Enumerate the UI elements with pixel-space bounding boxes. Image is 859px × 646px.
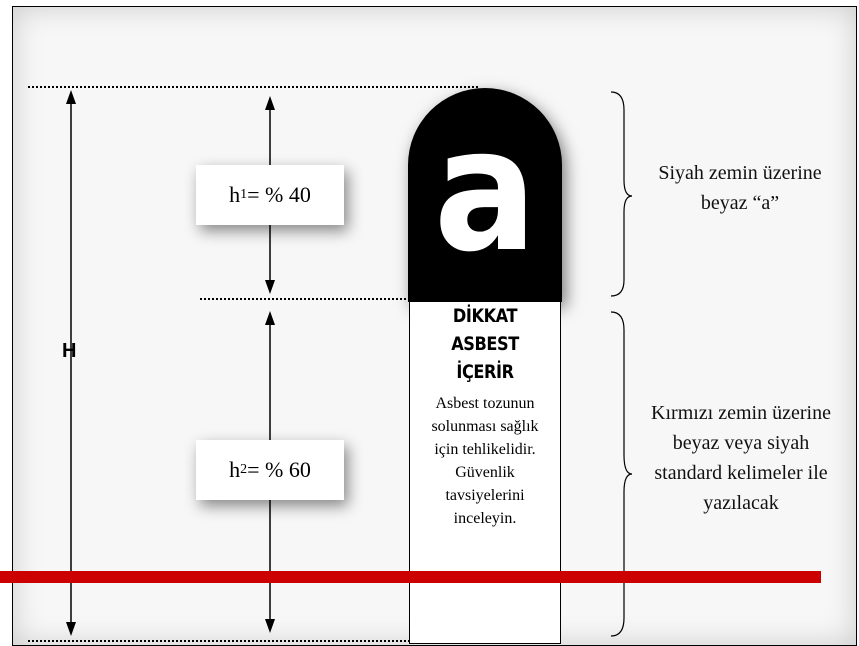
warning-body-line: solunması sağlık — [431, 418, 539, 435]
bottom-description-line: beyaz veya siyah — [672, 432, 810, 454]
bottom-description-line: yazılacak — [703, 492, 779, 514]
h2-arrow-bottom — [265, 619, 275, 633]
bottom-description: Kırmızı zemin üzerine beyaz veya siyah s… — [630, 398, 852, 518]
top-description-line: Siyah zemin üzerine — [658, 162, 822, 184]
h1-value: = % 40 — [247, 182, 311, 207]
bottom-brace — [610, 311, 633, 637]
warning-title: DİKKAT ASBEST İÇERİR — [421, 302, 549, 386]
h1-arrow-bottom — [265, 280, 275, 294]
h1-letter: h — [229, 182, 241, 207]
h2-arrow-top — [265, 311, 275, 325]
top-description-line: beyaz “a” — [700, 192, 780, 214]
top-description: Siyah zemin üzerine beyaz “a” — [640, 158, 840, 218]
warning-line: ASBEST — [451, 333, 519, 355]
warning-body-line: için tehlikelidir. — [434, 441, 536, 458]
h1-subscript: 1 — [240, 187, 248, 202]
H-arrow-bottom — [66, 622, 76, 636]
sign-letter-a: a — [433, 92, 537, 290]
bottom-description-line: Kırmızı zemin üzerine — [651, 402, 831, 424]
h1-arrow-top — [265, 96, 275, 110]
warning-line: DİKKAT — [452, 305, 518, 327]
warning-body-line: inceleyin. — [453, 510, 517, 527]
H-arrow-top — [66, 90, 76, 104]
H-label: H — [62, 340, 77, 362]
warning-line: İÇERİR — [456, 361, 514, 383]
h2-value: = % 60 — [247, 457, 311, 482]
red-strike-bar — [0, 571, 821, 583]
sign-lower-panel: DİKKAT ASBEST İÇERİR Asbest tozunun solu… — [409, 302, 561, 644]
sign-black-top: a — [408, 88, 562, 302]
warning-body-line: Asbest tozunun — [435, 395, 535, 412]
bottom-description-line: standard kelimeler ile — [654, 462, 828, 484]
top-brace — [610, 91, 633, 297]
warning-body-line: Güvenlik — [455, 464, 515, 481]
h2-letter: h — [229, 457, 241, 482]
warning-body: Asbest tozunun solunması sağlık için teh… — [410, 392, 560, 530]
warning-body-line: tavsiyelerini — [445, 487, 525, 504]
h2-subscript: 2 — [240, 462, 248, 477]
